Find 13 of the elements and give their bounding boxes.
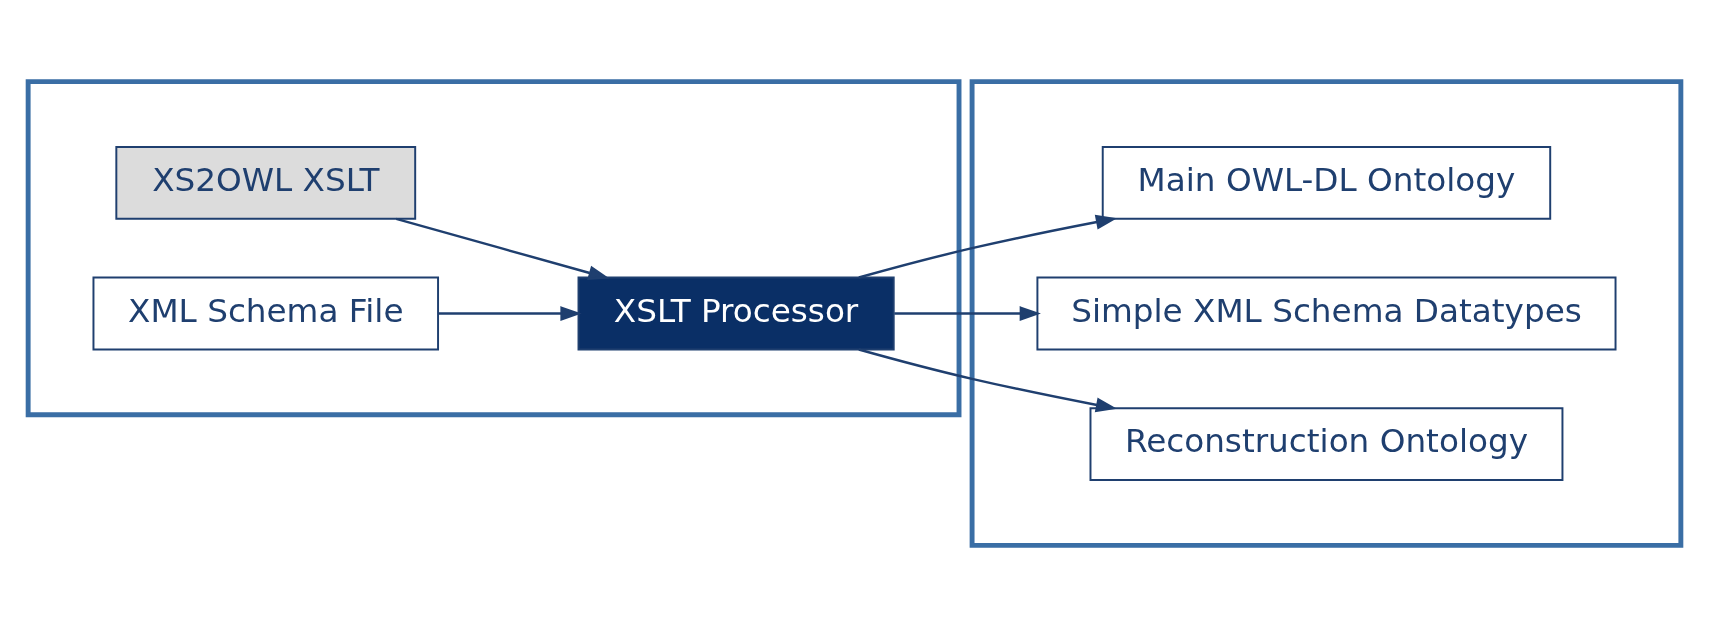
arrow [858, 348, 1118, 413]
cluster [25, 79, 962, 418]
arrow [894, 306, 1041, 321]
arrow [858, 214, 1118, 279]
cluster [969, 79, 1684, 548]
node-box: Simple XML Schema Datatypes [1036, 276, 1617, 351]
node-box: Reconstruction Ontology [1089, 407, 1564, 482]
node-box: XSLT Processor [577, 276, 895, 351]
node-box: XML Schema File [92, 276, 440, 351]
node-box: Main OWL-DL Ontology [1101, 145, 1552, 220]
arrow [438, 306, 582, 321]
arrow [395, 217, 610, 280]
node-box: XS2OWL XSLT [115, 145, 417, 220]
